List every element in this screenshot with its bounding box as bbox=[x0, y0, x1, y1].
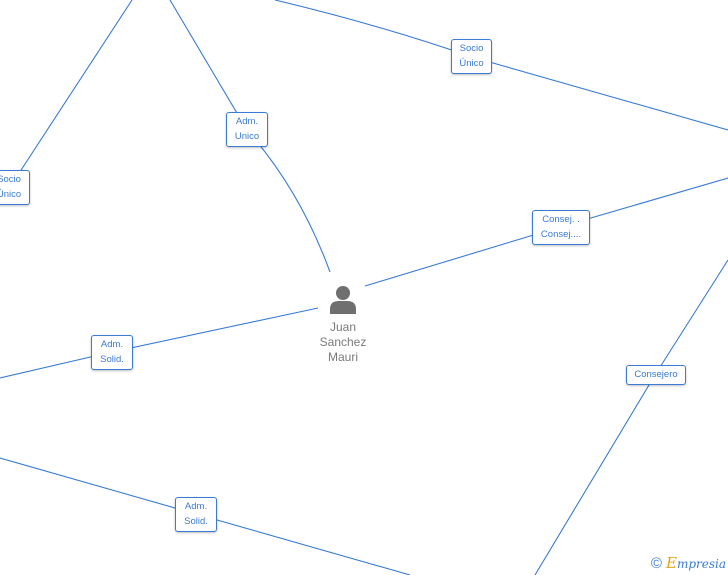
copyright-icon: © bbox=[650, 554, 662, 572]
person-node[interactable]: Juan Sanchez Mauri bbox=[308, 284, 378, 365]
edge-label-line: Consej.... bbox=[540, 229, 582, 240]
edge-label-line: Consej. . bbox=[542, 214, 580, 225]
edge-label-line: Adm. bbox=[235, 116, 259, 127]
edge-person-to-adm-solid-left bbox=[0, 307, 319, 379]
edge-label-socio-unico-top[interactable]: Socio Único bbox=[451, 39, 492, 74]
edge-label-adm-solid-left[interactable]: Adm. Solid. bbox=[91, 335, 133, 370]
edge-label-consejero[interactable]: Consejero bbox=[626, 365, 686, 385]
edge-label-line: Solid. bbox=[184, 516, 208, 527]
edge-label-adm-unico[interactable]: Adm. Unico bbox=[226, 112, 268, 147]
brand-watermark: © Empresia bbox=[651, 554, 726, 572]
edge-label-line: Único bbox=[459, 58, 484, 69]
edge-label-line: Solid. bbox=[100, 354, 124, 365]
edge-label-consej[interactable]: Consej. . Consej.... bbox=[532, 210, 590, 245]
edge-label-line: Unico bbox=[234, 131, 260, 142]
person-name-line: Mauri bbox=[327, 350, 358, 364]
person-name-line: Juan bbox=[329, 320, 357, 334]
person-icon bbox=[330, 286, 356, 314]
edge-label-line: Consejero bbox=[634, 369, 678, 380]
edge-label-line: Socio bbox=[459, 43, 484, 54]
edge-label-line: Adm. bbox=[184, 501, 208, 512]
edge-label-line: Adm. bbox=[100, 339, 124, 350]
edge-top-to-socio-unico-right bbox=[274, 0, 728, 131]
edge-consejero bbox=[534, 259, 728, 575]
edge-label-adm-solid-bottom[interactable]: Adm. Solid. bbox=[175, 497, 217, 532]
edge-label-line: Socio bbox=[0, 174, 21, 185]
brand-logo: Empresia bbox=[666, 554, 726, 572]
person-name-line: Sanchez bbox=[319, 335, 367, 349]
edge-socio-unico-left bbox=[9, 0, 133, 188]
edge-label-socio-unico-left[interactable]: Socio Único bbox=[0, 170, 30, 205]
brand-initial: E bbox=[665, 554, 677, 572]
brand-rest: mpresia bbox=[676, 557, 726, 571]
person-name: Juan Sanchez Mauri bbox=[308, 320, 378, 365]
edge-label-line: Único bbox=[0, 189, 22, 200]
